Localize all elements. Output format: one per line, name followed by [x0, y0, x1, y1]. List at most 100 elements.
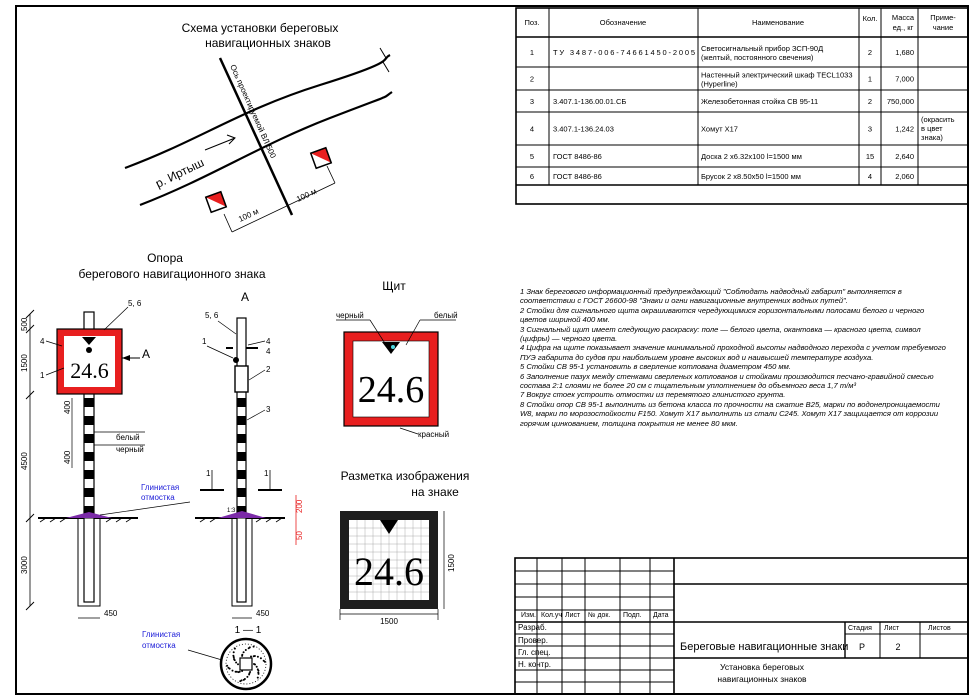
support-title-1: Опора: [147, 251, 183, 265]
spec-cell-note: в цвет: [921, 124, 943, 133]
shield-red-label: красный: [418, 430, 449, 439]
spec-cell-mass: 1,680: [895, 48, 914, 57]
arrow-a-label: А: [142, 347, 150, 361]
dim-4500: 4500: [20, 452, 29, 470]
dim-450-right: 450: [256, 609, 270, 618]
shield-block: Щит 24.6 черный белый красный: [336, 279, 458, 439]
scheme-title-1: Схема установки береговых: [182, 21, 339, 35]
leader-3-right: 3: [266, 405, 271, 414]
spec-cell-mass: 2,640: [895, 152, 914, 161]
gravel-fill: [226, 645, 266, 683]
dim-line-scheme: [231, 182, 336, 233]
section-title: 1 — 1: [235, 625, 262, 636]
clay-label-left-2: отмостка: [141, 493, 175, 502]
dim-500: 500: [20, 317, 29, 331]
spec-header: Наименование: [752, 18, 804, 27]
stamp-role-4: Н. контр.: [518, 660, 551, 669]
dim-200: 200: [295, 499, 304, 513]
marking-dim-w: 1500: [380, 617, 398, 626]
lamp-side: [233, 357, 239, 363]
support-sign-number: 24.6: [70, 358, 109, 383]
scheme-sign-right: [309, 146, 333, 170]
stamp-h-doc: № док.: [588, 612, 610, 619]
axis-label: Ось проектируемой ВЛ 500: [228, 63, 278, 160]
spec-cell-pos: 5: [530, 152, 534, 161]
spec-cell-name: Хомут Х17: [701, 125, 738, 134]
dim-1-label: 100 м: [237, 207, 260, 224]
general-notes: 1 Знак берегового информационный предупр…: [520, 287, 950, 428]
clay-label-sec-1: Глинистая: [142, 630, 180, 639]
spec-cell-name-2: (желтый, постоянного свечения): [701, 53, 814, 62]
spec-header: Масса: [892, 13, 915, 22]
note-6: 6 Заполнение пазух между стенками сверле…: [520, 371, 934, 391]
spec-cell-qty: 1: [868, 75, 872, 84]
stamp-h-izm: Изм.: [521, 612, 536, 619]
note-2: 2 Стойки для сигнального щита окрашивают…: [520, 305, 925, 325]
marking-block: Разметка изображения на знаке 24.6 1500 …: [339, 469, 470, 626]
stamp-title: Береговые навигационные знаки: [680, 641, 848, 653]
stamp-sheet: 2: [895, 642, 900, 652]
spec-cell-pos: 1: [530, 48, 534, 57]
leader-4-right-b: 4: [266, 347, 271, 356]
note-4: 4 Цифра на щите показывает значение мини…: [520, 343, 946, 362]
dim-2-label: 100 м: [295, 187, 318, 204]
spec-cell-qty: 2: [868, 48, 872, 57]
spec-cell-code: ГОСТ 8486-86: [553, 152, 602, 161]
view-a-label: А: [241, 290, 249, 304]
clay-label-sec-2: отмостка: [142, 641, 176, 650]
spec-cell-mass: 750,000: [887, 97, 914, 106]
spec-cell-code: ГОСТ 8486-86: [553, 172, 602, 181]
spec-cell-code: 3.407.1-136.24.03: [553, 125, 614, 134]
leader-2-right: 2: [266, 365, 271, 374]
spec-cell-name: Светосигнальный прибор ЗСП-90Д: [701, 44, 823, 53]
spec-cell-pos: 6: [530, 172, 534, 181]
black-label-left: черный: [116, 445, 144, 454]
stamp-sheet-label: Лист: [884, 625, 900, 632]
line-axis: [218, 57, 294, 216]
dim-1500: 1500: [20, 354, 29, 372]
spec-header: Кол.: [863, 14, 878, 23]
support-title-2: берегового навигационного знака: [78, 267, 265, 281]
stamp-h-podp: Подп.: [623, 612, 642, 619]
left-pole-stripes: [84, 398, 94, 515]
spec-cell-qty: 15: [866, 152, 874, 161]
note-8: 8 Стойки опор СВ 95-1 выполнить из бетон…: [520, 399, 940, 428]
slope-label: 1:3: [227, 508, 236, 514]
marking-title-1: Разметка изображения: [341, 469, 470, 483]
marking-triangle-icon: [380, 520, 398, 534]
dim-400a: 400: [63, 400, 72, 414]
dim-50: 50: [295, 531, 304, 540]
scheme-sign-left: [204, 190, 228, 214]
white-label-left: белый: [116, 433, 140, 442]
note-3: 3 Сигнальный щит имеет следующую раскрас…: [520, 324, 921, 344]
spec-cell-pos: 3: [530, 97, 534, 106]
scheme-title-2: навигационных знаков: [205, 36, 331, 50]
spec-cell-qty: 2: [868, 97, 872, 106]
spec-cell-code: 3.407.1-136.00.01.СБ: [553, 97, 626, 106]
shield-white-label: белый: [434, 311, 458, 320]
spec-cell-qty: 4: [868, 172, 872, 181]
marking-grid: [349, 520, 429, 600]
section-mark-right: 1: [264, 469, 269, 478]
flow-arrow-icon: [204, 134, 236, 151]
cabinet-side: [234, 365, 249, 393]
leader-1-left: 1: [40, 371, 45, 380]
support-block: Опора берегового навигационного знака А …: [20, 251, 304, 691]
spec-cell-code: ТУ 3487-006-74661450-2005: [553, 48, 695, 57]
shield-title: Щит: [382, 279, 406, 293]
spec-table: [515, 7, 969, 205]
stamp-stage: Р: [859, 642, 865, 652]
spec-cell-pos: 4: [530, 125, 534, 134]
section-mark-left: 1: [206, 469, 211, 478]
marking-title-2: на знаке: [411, 485, 459, 499]
spec-cell-note: знака): [921, 133, 943, 142]
stamp-drawing-1: Установка береговых: [720, 662, 805, 672]
clay-label-left-1: Глинистая: [141, 483, 179, 492]
stamp-stage-label: Стадия: [848, 625, 872, 632]
spec-header: Приме-: [930, 13, 956, 22]
note-1: 1 Знак берегового информационный предупр…: [520, 287, 902, 306]
stamp-h-data: Дата: [653, 612, 669, 619]
stamp-sheets-label: Листов: [928, 625, 951, 632]
dim-450-left: 450: [104, 609, 118, 618]
